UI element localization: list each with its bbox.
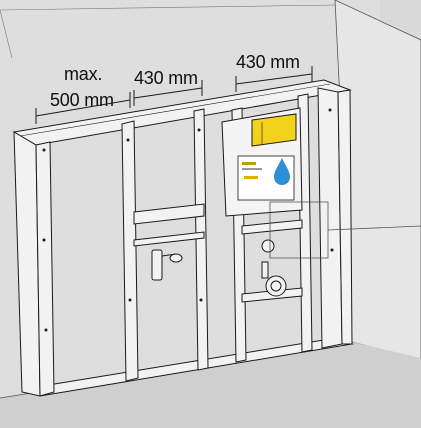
post-right-side	[337, 89, 353, 345]
dim-line-middle	[133, 87, 203, 99]
cross-bar-2	[133, 231, 205, 247]
ceiling-edge	[0, 4, 336, 11]
post-5	[297, 93, 313, 353]
left-span-label: 500 mm	[50, 90, 114, 110]
right-span-label: 430 mm	[236, 52, 300, 72]
post-3	[193, 108, 209, 371]
dim-line-left	[35, 99, 131, 117]
cross-bar	[133, 203, 205, 225]
cistern	[221, 107, 303, 217]
floor	[0, 342, 421, 428]
flush-plate-icon	[251, 113, 297, 147]
post-2	[121, 120, 139, 382]
top-rail-inner	[19, 83, 331, 137]
water-drop-logo-icon	[274, 158, 290, 185]
fixing-holes	[42, 108, 334, 332]
post-left-face	[35, 141, 55, 397]
middle-span-label: 430 mm	[134, 68, 198, 88]
wc-connection	[261, 239, 287, 297]
cross-bar-3	[241, 219, 303, 235]
dim-line-right	[235, 73, 313, 85]
callout	[269, 201, 421, 259]
drain-pipe-icon	[151, 249, 183, 281]
ceiling-left-edge	[0, 9, 13, 59]
dimension-lines	[35, 66, 313, 124]
max-label: max.	[64, 64, 103, 84]
